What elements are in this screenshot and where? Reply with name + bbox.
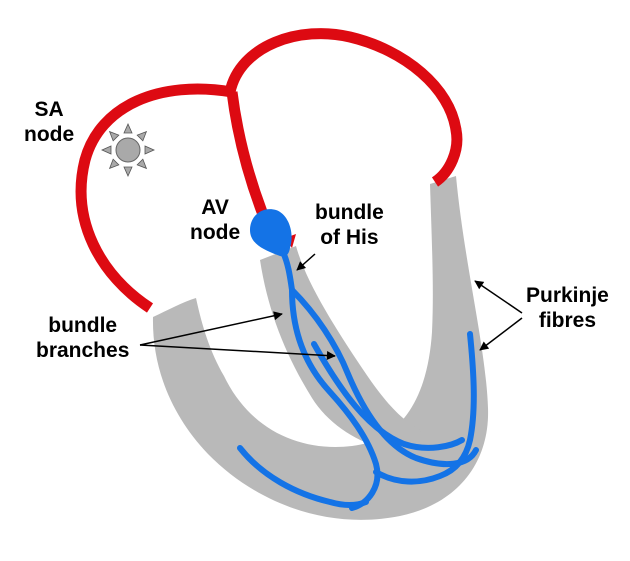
septum-wall [260, 246, 421, 454]
purkinje-fibre-left-wall [237, 445, 369, 508]
left-bundle-branch-path [289, 287, 479, 468]
arrow-bundle-branches-lower [139, 344, 336, 361]
right-atrium-wall [75, 83, 233, 313]
purkinje-fibre-right-wall [373, 331, 477, 485]
arrow-purkinje-upper [474, 280, 523, 314]
label-purkinje-fibres: Purkinje fibres [526, 284, 609, 332]
sun-icon [101, 123, 155, 177]
av-node-blob [250, 209, 292, 257]
label-av-node: AV node [190, 196, 241, 244]
label-bundle-branches: bundle branches [36, 314, 130, 362]
bundle-of-his-path [279, 247, 295, 293]
arrow-purkinje-lower [479, 317, 523, 351]
interatrial-septum [226, 91, 268, 214]
arrow-bundle-branches-upper [139, 311, 283, 346]
left-atrium-wall [224, 28, 463, 187]
right-bundle-branch-path [289, 287, 381, 511]
inner-septal-fibre-path [311, 341, 465, 451]
arrow-bundle-of-his [296, 253, 316, 271]
label-sa-node: SA node [24, 98, 75, 146]
label-bundle-of-his: bundle of His [315, 201, 384, 249]
